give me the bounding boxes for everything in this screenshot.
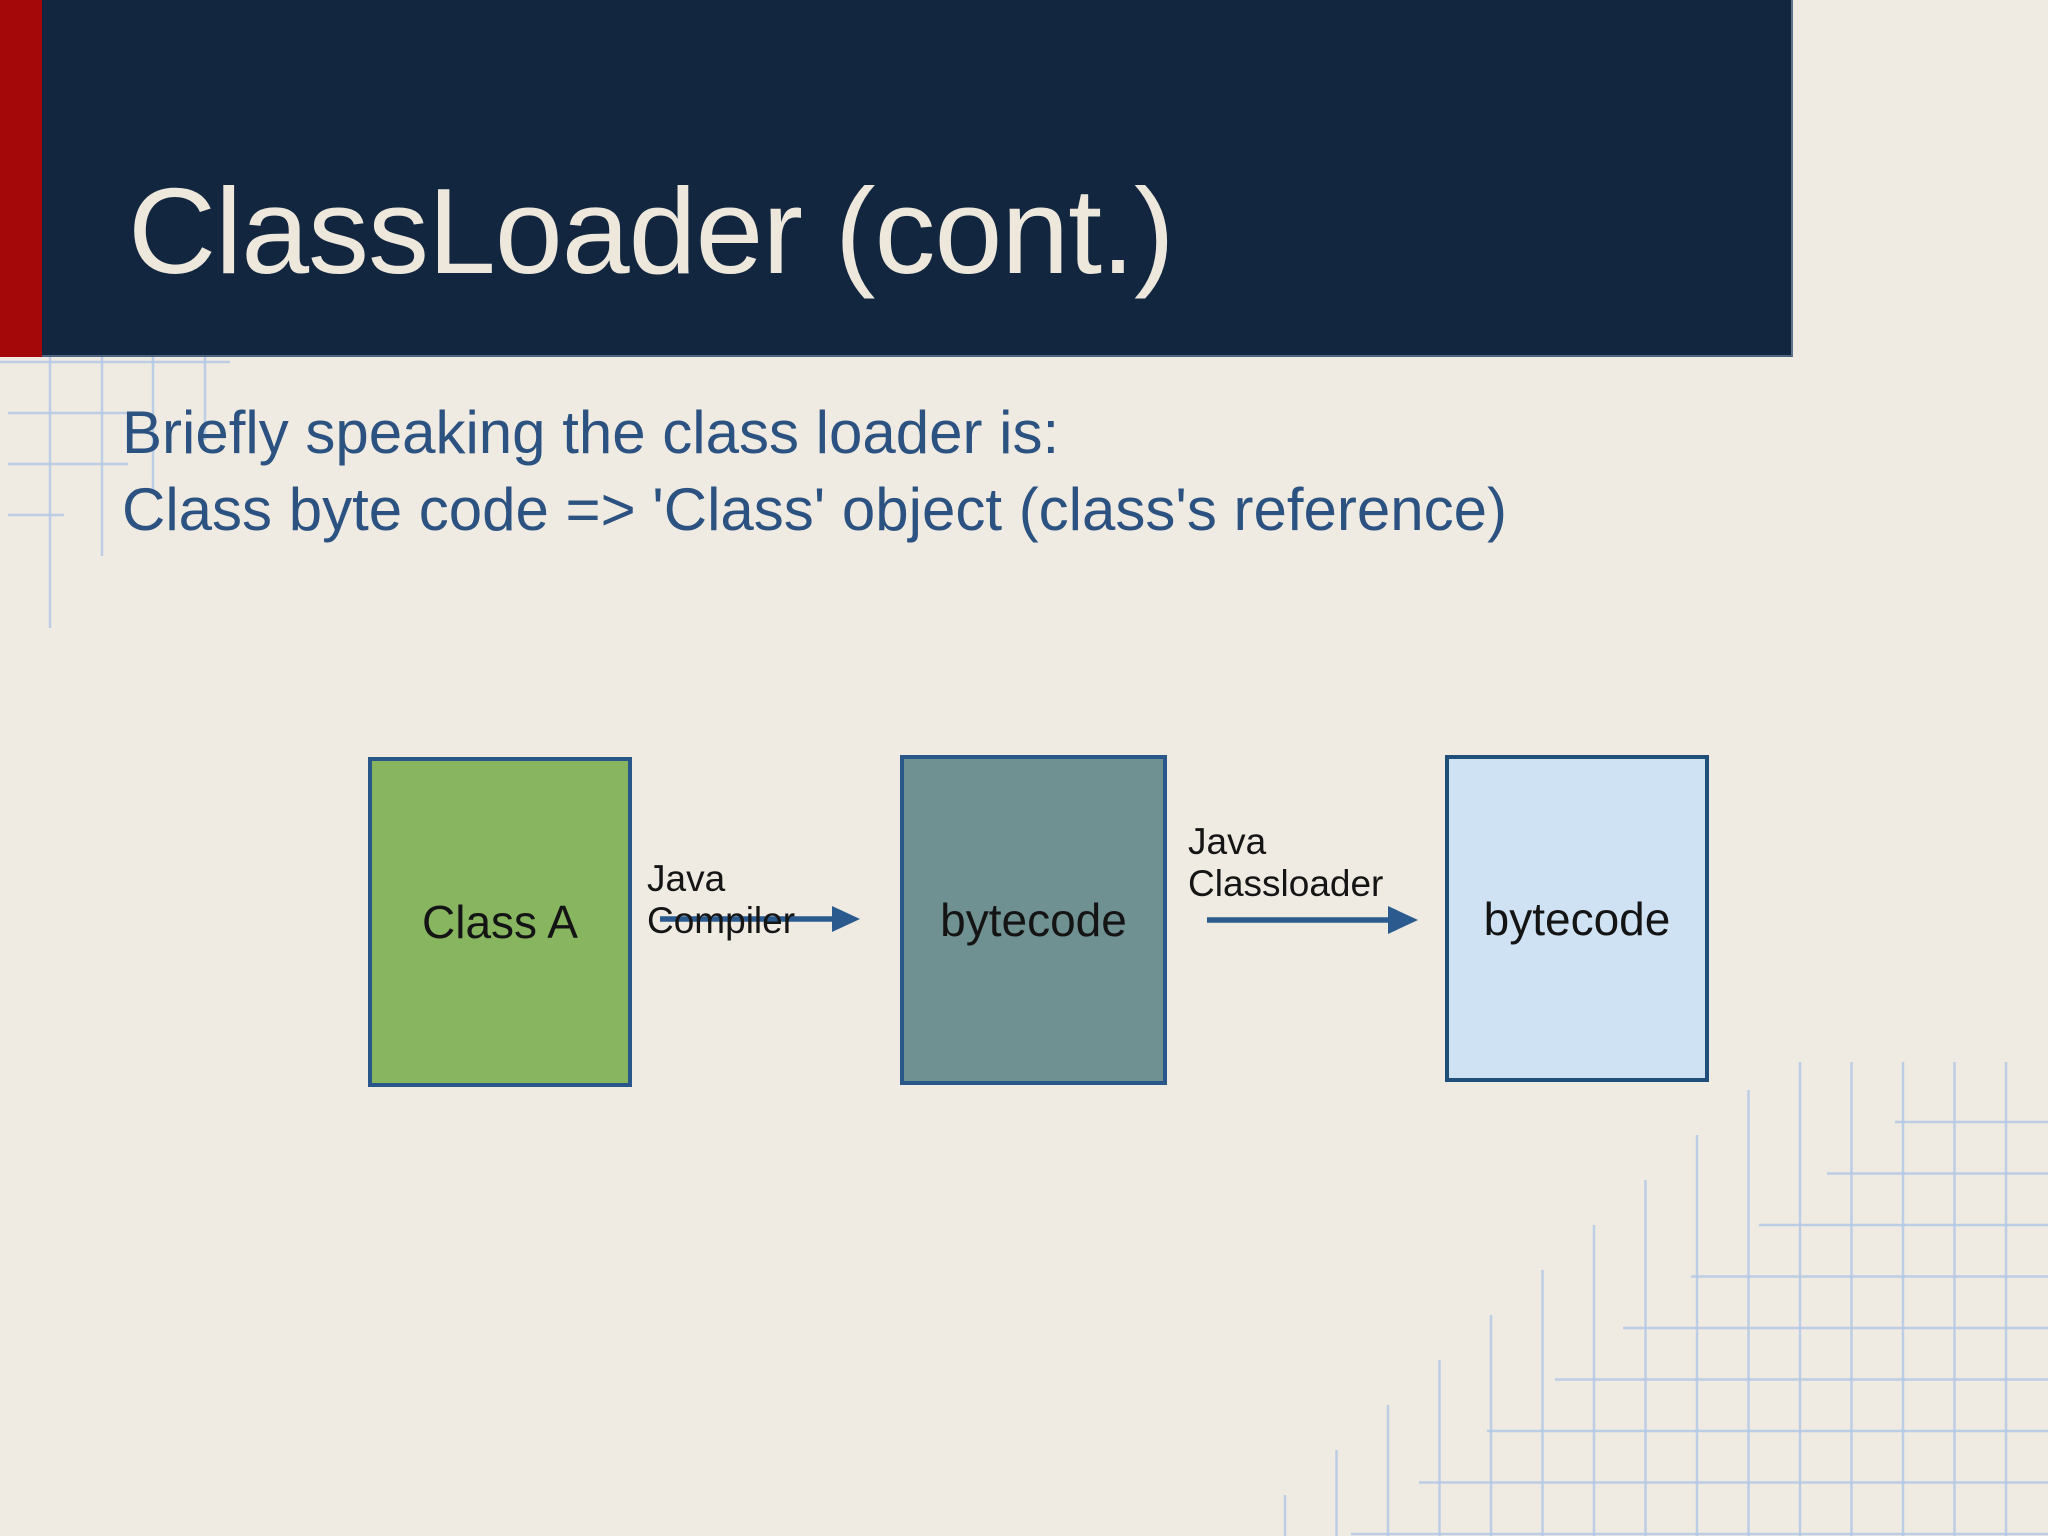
arrow-label-line: Classloader — [1188, 863, 1384, 904]
box-bytecode-1: bytecode — [900, 755, 1167, 1085]
body-line-2: Class byte code => 'Class' object (class… — [122, 476, 1507, 543]
arrow-label-line: Compiler — [647, 900, 796, 941]
grid-decoration-bottom-right — [1283, 1062, 2048, 1536]
slide-title: ClassLoader (cont.) — [128, 163, 1175, 299]
body-text: Briefly speaking the class loader is: Cl… — [122, 394, 1507, 548]
accent-bar — [0, 0, 42, 357]
arrow-label-line: Java — [647, 858, 726, 899]
body-line-1: Briefly speaking the class loader is: — [122, 399, 1060, 466]
arrow-label-java-compiler: Java Compiler — [647, 858, 795, 942]
box-bytecode-2: bytecode — [1445, 755, 1709, 1082]
slide-header: ClassLoader (cont.) — [0, 0, 1793, 357]
box-label: Class A — [422, 896, 578, 948]
box-label: bytecode — [1483, 892, 1671, 945]
arrow-label-java-classloader: Java Classloader — [1188, 821, 1383, 905]
arrow-right-icon — [1207, 906, 1418, 934]
box-label: bytecode — [940, 894, 1127, 946]
arrow-label-line: Java — [1188, 821, 1267, 862]
box-class-a: Class A — [368, 757, 632, 1087]
